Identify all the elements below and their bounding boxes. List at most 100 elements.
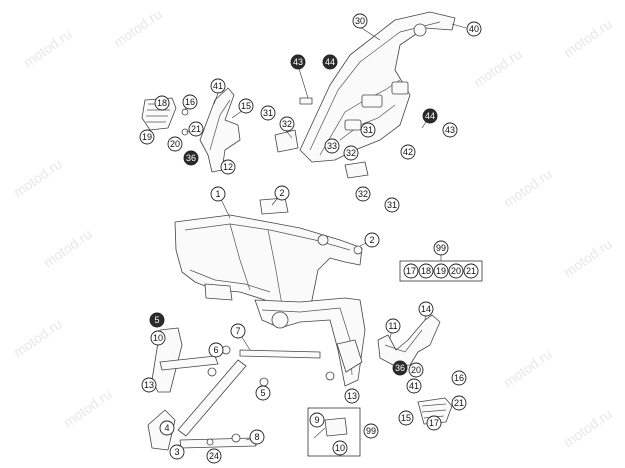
callout-5: 5	[255, 385, 271, 401]
callout-18: 18	[154, 95, 170, 111]
callout-99: 99	[363, 423, 379, 439]
callout-13: 13	[344, 388, 360, 404]
callout-2: 2	[364, 232, 380, 248]
callout-40: 40	[466, 21, 482, 37]
svg-text:15: 15	[401, 413, 411, 423]
svg-text:9: 9	[314, 415, 319, 425]
svg-text:18: 18	[421, 266, 431, 276]
svg-text:32: 32	[358, 189, 368, 199]
callout-16: 16	[182, 94, 198, 110]
detail-box-drawing	[307, 407, 361, 457]
svg-text:31: 31	[363, 125, 373, 135]
callout-17: 17	[403, 263, 419, 279]
svg-text:12: 12	[223, 162, 233, 172]
svg-text:13: 13	[144, 380, 154, 390]
svg-text:7: 7	[235, 326, 240, 336]
callout-1: 1	[210, 186, 226, 202]
main-frame-drawing	[174, 197, 366, 387]
callout-12: 12	[220, 159, 236, 175]
callout-33: 33	[324, 138, 340, 154]
svg-text:16: 16	[185, 97, 195, 107]
callout-41: 41	[406, 378, 422, 394]
callout-32: 32	[343, 145, 359, 161]
callout-13: 13	[141, 377, 157, 393]
callout-36: 36	[183, 150, 199, 166]
svg-text:13: 13	[347, 391, 357, 401]
callout-99: 99	[433, 240, 449, 256]
svg-text:32: 32	[346, 148, 356, 158]
svg-text:20: 20	[411, 365, 421, 375]
svg-text:33: 33	[327, 141, 337, 151]
callout-17: 17	[426, 415, 442, 431]
callout-21: 21	[188, 121, 204, 137]
svg-text:31: 31	[263, 108, 273, 118]
callout-32: 32	[355, 186, 371, 202]
svg-text:24: 24	[209, 451, 219, 461]
callout-2: 2	[274, 185, 290, 201]
svg-text:17: 17	[429, 418, 439, 428]
svg-text:99: 99	[366, 426, 376, 436]
callout-21: 21	[451, 395, 467, 411]
svg-text:19: 19	[436, 266, 446, 276]
callout-10: 10	[150, 330, 166, 346]
svg-text:3: 3	[174, 447, 179, 457]
callout-19: 19	[433, 263, 449, 279]
svg-text:43: 43	[293, 57, 303, 67]
svg-text:15: 15	[241, 101, 251, 111]
svg-text:36: 36	[186, 153, 196, 163]
svg-text:41: 41	[213, 81, 223, 91]
svg-text:1: 1	[215, 189, 220, 199]
svg-text:20: 20	[451, 266, 461, 276]
svg-text:99: 99	[436, 243, 446, 253]
callout-11: 11	[385, 318, 401, 334]
svg-text:41: 41	[409, 381, 419, 391]
callout-20: 20	[167, 136, 183, 152]
svg-text:2: 2	[369, 235, 374, 245]
callout-6: 6	[208, 342, 224, 358]
svg-text:44: 44	[425, 111, 435, 121]
svg-text:8: 8	[254, 432, 259, 442]
svg-text:17: 17	[406, 266, 416, 276]
svg-text:21: 21	[454, 398, 464, 408]
svg-text:2: 2	[279, 188, 284, 198]
callout-30: 30	[352, 13, 368, 29]
svg-text:44: 44	[325, 57, 335, 67]
svg-text:21: 21	[466, 266, 476, 276]
callout-44: 44	[322, 54, 338, 70]
callout-36: 36	[392, 360, 408, 376]
callout-31: 31	[260, 105, 276, 121]
callout-3: 3	[169, 444, 185, 460]
svg-text:6: 6	[213, 345, 218, 355]
svg-text:42: 42	[403, 147, 413, 157]
svg-text:32: 32	[282, 119, 292, 129]
svg-text:5: 5	[260, 388, 265, 398]
svg-text:40: 40	[469, 24, 479, 34]
svg-text:43: 43	[445, 125, 455, 135]
callout-31: 31	[384, 197, 400, 213]
callout-10: 10	[332, 440, 348, 456]
svg-text:20: 20	[170, 139, 180, 149]
callout-15: 15	[398, 410, 414, 426]
callout-32: 32	[279, 116, 295, 132]
callout-41: 41	[210, 78, 226, 94]
callout-19: 19	[139, 129, 155, 145]
callout-4: 4	[159, 420, 175, 436]
callout-20: 20	[448, 263, 464, 279]
svg-text:21: 21	[191, 124, 201, 134]
svg-text:16: 16	[454, 373, 464, 383]
callout-5: 5	[149, 312, 165, 328]
callout-20: 20	[408, 362, 424, 378]
svg-text:10: 10	[335, 443, 345, 453]
callout-42: 42	[400, 144, 416, 160]
svg-text:10: 10	[153, 333, 163, 343]
callout-18: 18	[418, 263, 434, 279]
lower-footrest-drawing	[377, 314, 453, 425]
rear-subframe-drawing	[274, 11, 456, 179]
callout-15: 15	[238, 98, 254, 114]
svg-text:30: 30	[355, 16, 365, 26]
svg-text:18: 18	[157, 98, 167, 108]
callout-43: 43	[442, 122, 458, 138]
callout-14: 14	[418, 301, 434, 317]
callout-24: 24	[206, 448, 222, 464]
